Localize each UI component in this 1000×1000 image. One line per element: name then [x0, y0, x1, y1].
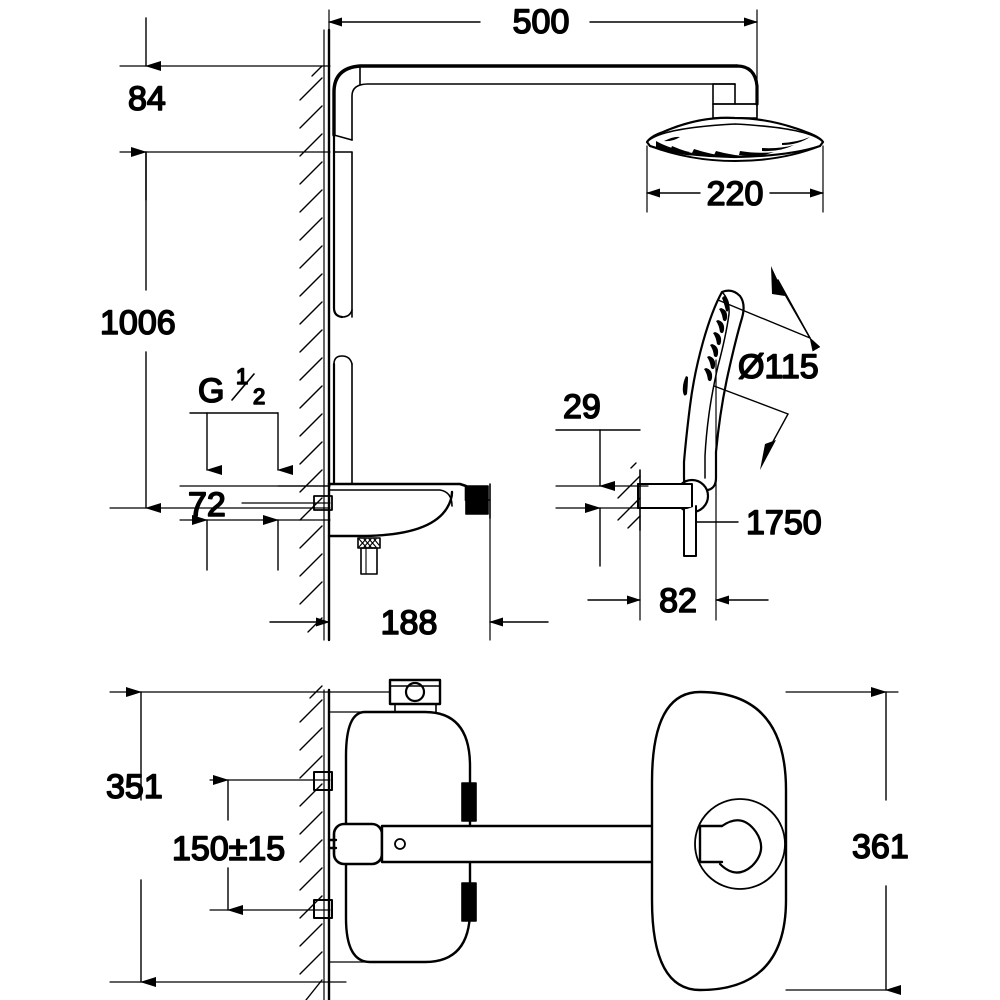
dim-label-500: 500 [513, 3, 570, 41]
dim-label-1750: 1750 [746, 504, 822, 542]
dimension-72 [179, 485, 331, 571]
dimension-g-thread [189, 412, 293, 475]
hand-shower-holder [617, 462, 710, 557]
dim-label-150: 150±15 [172, 830, 285, 868]
dim-label-29: 29 [563, 388, 601, 426]
shower-arm [332, 64, 759, 141]
mixer-body-elevation [313, 482, 491, 575]
dim-label-361: 361 [852, 828, 909, 866]
dimension-500 [328, 9, 758, 117]
dim-label-84: 84 [128, 80, 166, 118]
dim-label-g: G [198, 372, 224, 410]
dimension-diameter-115 [713, 266, 821, 470]
dim-label-115: Ø115 [738, 348, 819, 386]
dimension-150 [209, 775, 331, 915]
dimension-29 [555, 429, 649, 567]
hand-shower [682, 289, 745, 492]
dim-label-g-denominator: 2 [253, 384, 265, 409]
dimension-188 [269, 517, 549, 641]
dim-label-82: 82 [659, 582, 697, 620]
dim-label-72: 72 [188, 486, 226, 524]
wall-upper [299, 28, 331, 642]
dimension-1006 [109, 151, 331, 513]
riser-pipe [332, 134, 353, 486]
wall-lower [299, 685, 331, 1000]
dimension-82 [587, 359, 769, 621]
dimension-351 [109, 687, 391, 987]
dim-label-188: 188 [381, 604, 438, 642]
wall-nipples-lower [313, 711, 391, 963]
dimension-361 [785, 687, 901, 995]
dimension-220 [646, 145, 824, 213]
head-shower [645, 116, 825, 162]
dim-label-220: 220 [707, 175, 764, 213]
escutcheon-plan [650, 690, 788, 992]
dim-label-1006: 1006 [100, 304, 176, 342]
dim-label-351: 351 [106, 768, 163, 806]
dim-label-g-numerator: 1 [236, 364, 248, 389]
